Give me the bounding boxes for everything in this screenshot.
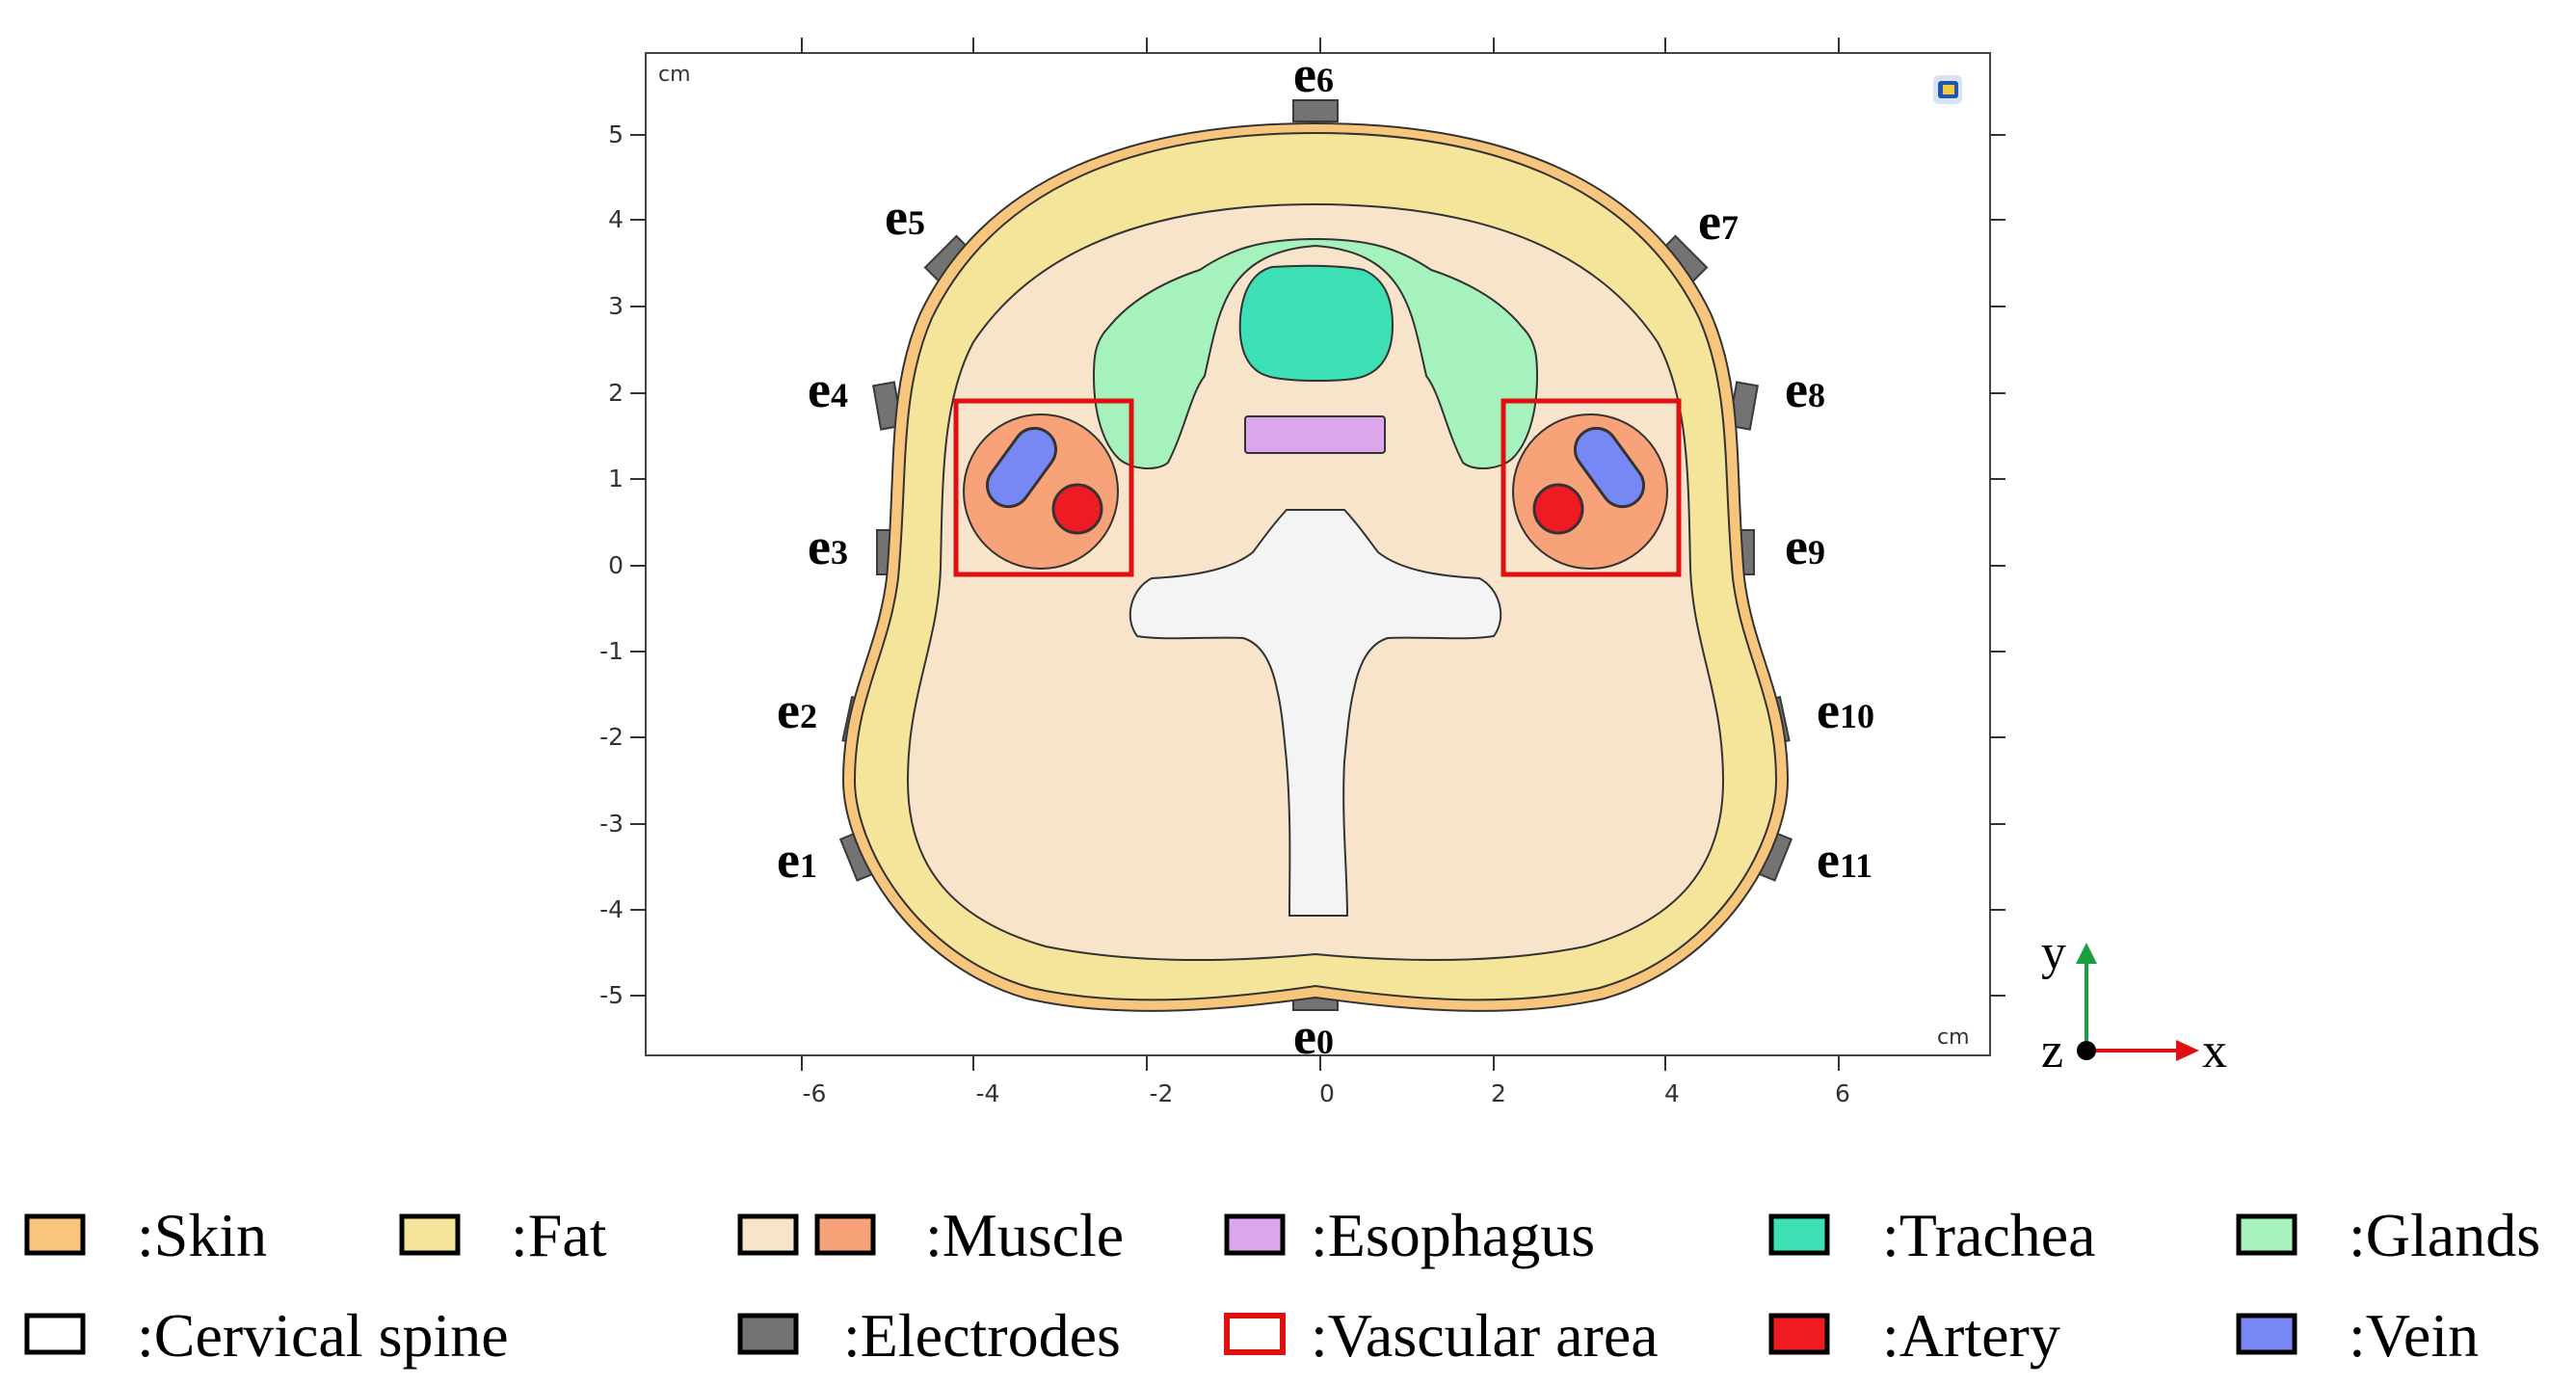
electrode-labels: e0 e1 e2 e3 e4 e5 e6 e7 e8 e9 e10 e11 [777, 45, 1874, 1065]
artery-right [1532, 483, 1584, 535]
y-tick-label: 5 [608, 120, 624, 148]
electrode-e6 [1292, 99, 1339, 122]
x-tick-label: 6 [1835, 1079, 1850, 1107]
esophagus-region [1244, 415, 1386, 454]
x-tick-label: 4 [1664, 1079, 1680, 1107]
legend-label-artery: :Artery [1882, 1301, 2060, 1370]
axis-letter-z: z [2041, 1024, 2063, 1079]
electrode-label-e5: e5 [885, 188, 925, 246]
y-tick-label: 0 [608, 551, 624, 579]
legend-swatch-artery [1768, 1313, 1830, 1355]
axis-triad: y z x [2041, 925, 2227, 1079]
vein-left [985, 426, 1058, 509]
y-tick-label: 4 [608, 205, 624, 233]
x-tick-label: 0 [1319, 1079, 1335, 1107]
y-tick-label: -3 [599, 810, 624, 838]
electrode-label-e10: e10 [1817, 681, 1874, 739]
legend-swatch-trachea [1768, 1213, 1830, 1256]
legend-label-trachea: :Trachea [1882, 1201, 2096, 1269]
legend-label-muscle: :Muscle [925, 1201, 1124, 1269]
unit-label-top: cm [658, 63, 691, 87]
electrode-label-e8: e8 [1785, 360, 1825, 418]
trachea-region [1238, 264, 1394, 383]
legend-swatch-vascular [1224, 1313, 1286, 1355]
electrode-label-e1: e1 [777, 831, 817, 889]
legend-label-spine: :Cervical spine [137, 1301, 509, 1370]
x-tick-label: 2 [1491, 1079, 1506, 1107]
legend-swatch-vein [2236, 1313, 2297, 1355]
legend-swatch-esophagus [1224, 1213, 1286, 1256]
legend: :Skin :Fat :Muscle :Esophagus :Trachea :… [24, 1201, 2540, 1370]
legend-label-skin: :Skin [137, 1201, 267, 1269]
unit-label-bottom: cm [1937, 1025, 1970, 1050]
legend-label-esophagus: :Esophagus [1311, 1201, 1595, 1269]
electrode-label-e11: e11 [1817, 831, 1872, 889]
legend-swatch-skin [24, 1213, 86, 1256]
y-tick-label: -4 [599, 895, 624, 923]
legend-label-fat: :Fat [511, 1201, 607, 1269]
legend-swatch-glands [2236, 1213, 2297, 1256]
y-tick-labels: 5 4 3 2 1 0 -1 -2 -3 -4 -5 [599, 120, 624, 1009]
legend-swatch-muscle-dark [814, 1213, 876, 1256]
y-tick-label: -1 [599, 637, 624, 665]
x-tick-label: -4 [976, 1079, 1000, 1107]
z-dot-icon [2077, 1041, 2096, 1060]
app-badge-icon [1933, 75, 1962, 104]
legend-swatch-fat [399, 1213, 461, 1256]
y-tick-label: 3 [608, 292, 624, 320]
legend-label-vein: :Vein [2349, 1301, 2479, 1370]
x-tick-label: -2 [1150, 1079, 1174, 1107]
cervical-spine-region [1129, 509, 1502, 917]
electrode-label-e2: e2 [777, 681, 817, 739]
electrode-label-e6: e6 [1293, 45, 1334, 103]
axis-letter-x: x [2202, 1024, 2227, 1079]
legend-swatch-electrodes [737, 1313, 799, 1355]
electrode-label-e4: e4 [808, 360, 848, 418]
electrode-label-e0: e0 [1293, 1007, 1334, 1065]
legend-label-vascular: :Vascular area [1311, 1301, 1659, 1370]
legend-swatch-muscle-light [737, 1213, 799, 1256]
x-tick-labels: -6 -4 -2 0 2 4 6 [803, 1079, 1850, 1107]
legend-label-electrodes: :Electrodes [843, 1301, 1121, 1370]
y-tick-label: 1 [608, 465, 624, 493]
artery-left [1051, 483, 1103, 535]
legend-label-glands: :Glands [2349, 1201, 2540, 1269]
vein-right [1573, 426, 1646, 509]
axis-letter-y: y [2041, 925, 2066, 980]
vascular-area-right [1500, 398, 1682, 577]
x-tick-label: -6 [803, 1079, 827, 1107]
electrode-label-e7: e7 [1698, 193, 1739, 251]
axis-ticks [630, 38, 2005, 1071]
electrode-label-e9: e9 [1785, 518, 1825, 575]
y-tick-label: 2 [608, 379, 624, 407]
x-arrow-icon [2176, 1040, 2199, 1061]
y-tick-label: -5 [599, 981, 624, 1009]
glands-region [1092, 237, 1539, 469]
y-tick-label: -2 [599, 723, 624, 751]
y-arrow-icon [2076, 943, 2097, 964]
legend-swatch-spine [24, 1313, 86, 1355]
vascular-area-left [953, 398, 1134, 577]
electrode-label-e3: e3 [808, 518, 848, 575]
